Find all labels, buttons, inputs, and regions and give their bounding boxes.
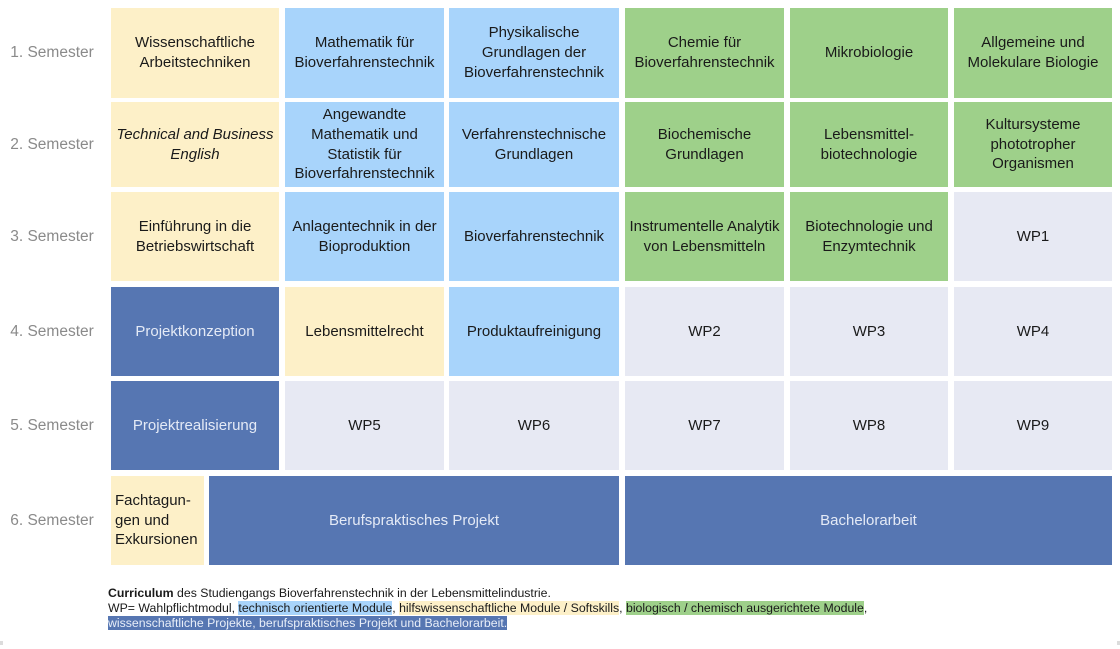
semester-label-2: 2. Semester [10, 135, 94, 153]
semester-label-3: 3. Semester [10, 227, 94, 245]
module-cell: Biotechnologie und Enzymtechnik [790, 192, 948, 281]
caption-line-3: wissenschaftliche Projekte, berufsprakti… [108, 616, 1108, 631]
legend-projects: wissenschaftliche Projekte, berufsprakti… [108, 616, 508, 630]
caption-separator: , [392, 601, 400, 615]
elective-cell: WP7 [625, 381, 784, 470]
module-cell: Kultursysteme phototropher Organismen [954, 102, 1112, 187]
legend-technical: technisch orientierte Module [238, 601, 393, 615]
semester-label-5: 5. Semester [10, 416, 94, 434]
module-cell: Mikrobiologie [790, 8, 948, 98]
elective-cell: WP1 [954, 192, 1112, 281]
caption-line-1: Curriculum des Studiengangs Bioverfahren… [108, 586, 1108, 601]
scroll-indicator-left [0, 641, 3, 645]
legend-auxiliary: hilfswissenschaftliche Module / Softskil… [399, 601, 620, 615]
elective-cell: WP6 [449, 381, 619, 470]
caption-separator: , [619, 601, 626, 615]
elective-cell: WP5 [285, 381, 444, 470]
module-cell: Bioverfahrenstechnik [449, 192, 619, 281]
module-cell: Lebensmittel-biotechnologie [790, 102, 948, 187]
module-cell: Allgemeine und Molekulare Biologie [954, 8, 1112, 98]
module-cell: Anlagentechnik in der Bioproduktion [285, 192, 444, 281]
project-cell: Berufspraktisches Projekt [209, 476, 619, 565]
elective-cell: WP3 [790, 287, 948, 376]
module-cell: Produktaufreinigung [449, 287, 619, 376]
module-cell: Fachtagun-gen und Exkursionen [111, 476, 204, 565]
caption-separator: , [863, 601, 868, 615]
module-cell: Physikalische Grundlagen der Bioverfahre… [449, 8, 619, 98]
module-cell: Angewandte Mathematik und Statistik für … [285, 102, 444, 187]
module-cell: Biochemische Grundlagen [625, 102, 784, 187]
caption-bold-title: Curriculum [108, 586, 174, 600]
caption-line-2: WP= Wahlpflichtmodul, technisch orientie… [108, 601, 1108, 616]
semester-label-4: 4. Semester [10, 322, 94, 340]
module-cell: Chemie für Bioverfahrenstechnik [625, 8, 784, 98]
semester-label-1: 1. Semester [10, 44, 94, 61]
project-cell: Bachelorarbeit [625, 476, 1112, 565]
module-cell: Verfahrenstechnische Grundlagen [449, 102, 619, 187]
project-cell: Projektrealisierung [111, 381, 279, 470]
scroll-indicator-right [1117, 641, 1120, 645]
project-cell: Projektkonzeption [111, 287, 279, 376]
elective-cell: WP2 [625, 287, 784, 376]
semester-label-6: 6. Semester [10, 511, 94, 529]
module-cell: Einführung in die Betriebswirtschaft [111, 192, 279, 281]
module-cell: Technical and Business English [111, 102, 279, 187]
legend-biological: biologisch / chemisch ausgerichtete Modu… [625, 601, 864, 615]
caption-wp: WP= Wahlpflichtmodul, [108, 601, 239, 615]
caption-text: des Studiengangs Bioverfahrenstechnik in… [173, 586, 551, 600]
elective-cell: WP4 [954, 287, 1112, 376]
module-cell: Instrumentelle Analytik von Lebensmittel… [625, 192, 784, 281]
module-cell: Mathematik für Bioverfahrenstechnik [285, 8, 444, 98]
elective-cell: WP8 [790, 381, 948, 470]
module-cell: Lebensmittelrecht [285, 287, 444, 376]
figure-caption: Curriculum des Studiengangs Bioverfahren… [108, 586, 1108, 631]
elective-cell: WP9 [954, 381, 1112, 470]
module-cell: Wissenschaftliche Arbeitstechniken [111, 8, 279, 98]
